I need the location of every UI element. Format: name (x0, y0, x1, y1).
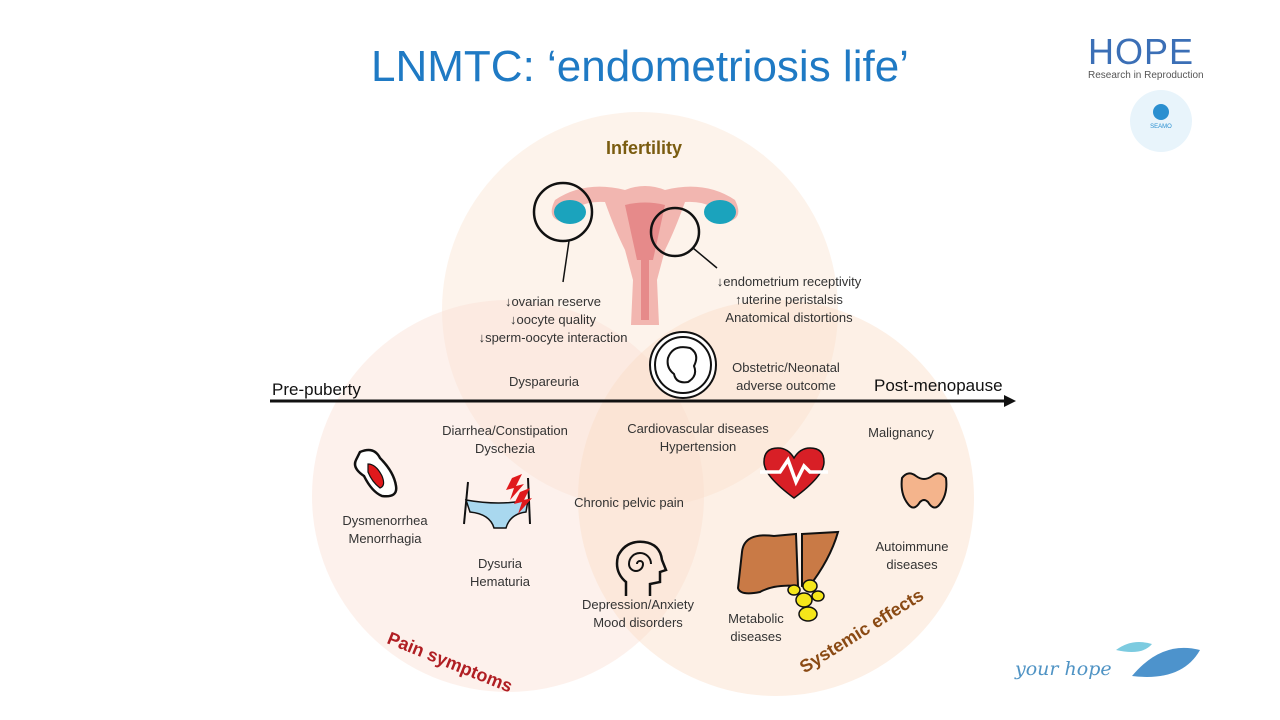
seamo-logo: SEAMO (1130, 90, 1192, 152)
endometrium-effects-label: ↓endometrium receptivity↑uterine perista… (716, 274, 862, 325)
heart-rate-icon (760, 447, 828, 499)
your-hope-text: your hope (1015, 658, 1112, 680)
sanitary-pad-icon (353, 448, 398, 498)
hope-logo-subtitle: Research in Reproduction (1088, 70, 1204, 81)
leaf-logo-icon (1116, 642, 1200, 677)
post-menopause-label: Post-menopause (874, 376, 1003, 395)
timeline-arrow (270, 395, 1016, 407)
pelvic-pain-icon (463, 474, 532, 529)
infertility-heading: Infertility (606, 138, 683, 158)
seamo-emblem-icon (1153, 104, 1169, 120)
head-mood-icon (615, 540, 668, 596)
pre-puberty-label: Pre-puberty (272, 380, 361, 399)
seamo-label: SEAMO (1150, 124, 1172, 130)
slide-title: LNMTC: ‘endometriosis life’ (371, 42, 909, 91)
malignancy-label: Malignancy (868, 425, 934, 440)
dyspareuria-label: Dyspareuria (508, 374, 580, 389)
pain-circle (312, 300, 704, 692)
hope-logo-title: HOPE (1088, 31, 1195, 72)
chronic-pelvic-pain-label: Chronic pelvic pain (574, 495, 684, 510)
liver-metabolic-icon (736, 530, 840, 622)
thyroid-icon (900, 472, 948, 509)
fetus-icon (649, 331, 717, 399)
ovarian-effects-label: ↓ovarian reserve↓oocyte quality↓sperm-oo… (478, 294, 628, 345)
uterus-icon (532, 181, 739, 325)
hope-logo: HOPE Research in Reproduction (1088, 31, 1208, 82)
